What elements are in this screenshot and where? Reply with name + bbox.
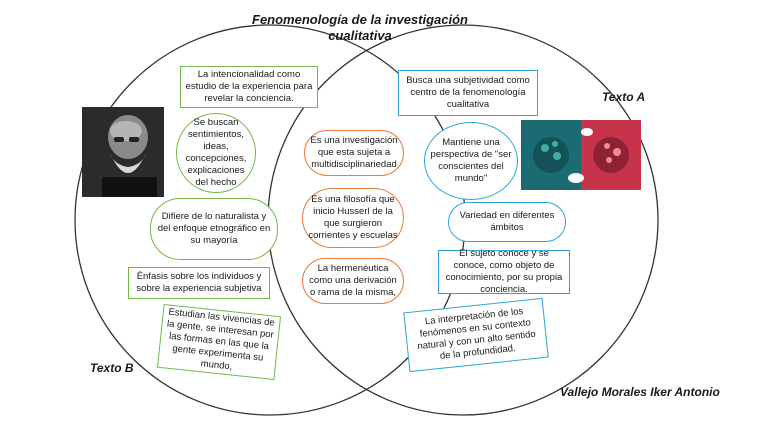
page-title: Fenomenología de la investigación cualit…: [252, 12, 468, 43]
center-item-1: Es una investigación que esta sujeta a m…: [304, 130, 404, 176]
center-item-3: La hermenéutica como una derivación o ra…: [302, 258, 404, 304]
left-item-4: Énfasis sobre los individuos y sobre la …: [128, 267, 270, 299]
right-item-1: Busca una subjetividad como centro de la…: [398, 70, 538, 116]
center-item-2: Es una filosofía que inicio Husserl de l…: [302, 188, 404, 248]
label-texto-b: Texto B: [90, 361, 134, 375]
left-item-2: Se buscan sentimientos, ideas, concepcio…: [176, 113, 256, 193]
left-item-3: Difiere de lo naturalista y del enfoque …: [150, 198, 278, 260]
minds-illustration: [521, 120, 641, 190]
right-item-4: El sujeto conoce y se conoce, como objet…: [438, 248, 570, 295]
left-item-5: Estudian las vivencias de la gente, se i…: [156, 304, 282, 380]
author-name: Vallejo Morales Iker Antonio: [560, 385, 720, 399]
label-texto-a: Texto A: [602, 90, 646, 104]
right-item-2: Mantiene una perspectiva de "ser conscie…: [424, 122, 518, 200]
husserl-portrait: [82, 107, 164, 197]
right-item-3: Variedad en diferentes ámbitos: [448, 202, 566, 242]
left-item-1: La intencionalidad como estudio de la ex…: [180, 66, 318, 108]
